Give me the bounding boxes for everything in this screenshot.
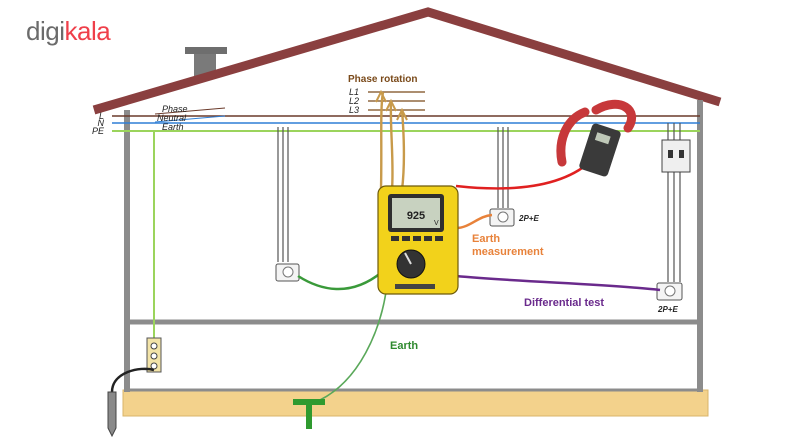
- ground-slab: [122, 389, 709, 417]
- tester-display-unit: V: [434, 220, 439, 227]
- earth-line-label: Earth: [162, 122, 184, 132]
- neutral-tag-line: [154, 115, 226, 123]
- differential-lead: [455, 274, 661, 292]
- terminal-screw: [150, 342, 158, 350]
- tester-key: [435, 236, 443, 241]
- breaker-toggle: [668, 150, 673, 158]
- phase-tag-line: [154, 107, 226, 115]
- tester-key: [391, 236, 399, 241]
- tester-display-value: 925: [407, 210, 425, 222]
- earth-electrode-rod: [107, 391, 117, 438]
- arrow-icon: [385, 98, 397, 112]
- tester-key: [424, 236, 432, 241]
- rotation-lead: [400, 109, 406, 191]
- chimney: [194, 54, 216, 76]
- rotation-lead: [379, 91, 385, 191]
- line-letter-l: L: [99, 111, 104, 121]
- brand-logo-part2: kala: [64, 16, 111, 46]
- earth-measurement-label-line2: measurement: [472, 246, 544, 258]
- socket-lead-green: [297, 271, 383, 291]
- earth-electrode-cable: [110, 367, 155, 393]
- rotation-label-l2: L2: [349, 96, 359, 106]
- phase-rotation-title: Phase rotation: [348, 74, 417, 85]
- arrow-icon: [396, 107, 408, 121]
- line-letter-pe: PE: [92, 126, 105, 136]
- circuit-breaker: [661, 139, 691, 173]
- tester-key: [413, 236, 421, 241]
- installation-tester: 925 V: [377, 185, 459, 295]
- chimney-cap: [185, 47, 227, 54]
- brand-logo: digikala: [26, 16, 111, 47]
- roof: [92, 7, 722, 115]
- neutral-label: Neutral: [157, 113, 187, 123]
- rotation-label-l3: L3: [349, 105, 359, 115]
- rotation-label-l1: L1: [349, 87, 359, 97]
- ground-symbol-bar: [293, 399, 325, 405]
- socket-upper-face: [497, 211, 509, 223]
- tester-display: [392, 198, 440, 228]
- ground-symbol-stem: [306, 404, 312, 429]
- earth-lead: [319, 291, 387, 401]
- clamp-lead: [455, 161, 591, 190]
- rotation-lead: [389, 100, 394, 191]
- clamp-jaw: [591, 99, 637, 133]
- line-letter-n: N: [98, 118, 105, 128]
- terminal-screw: [150, 362, 158, 370]
- socket-lower-label: 2P+E: [657, 305, 678, 314]
- earth-measurement-lead: [455, 213, 493, 230]
- socket-left-face: [282, 266, 294, 278]
- socket-lower-face: [664, 285, 676, 297]
- socket-upper-label: 2P+E: [518, 214, 539, 223]
- dial-pointer: [404, 252, 412, 265]
- earth-measurement-label-line1: Earth: [472, 233, 500, 245]
- clamp-display: [594, 132, 611, 145]
- brand-logo-part1: digi: [26, 16, 65, 46]
- phase-label: Phase: [162, 104, 188, 114]
- arrow-icon: [375, 89, 387, 103]
- earth-label: Earth: [390, 340, 418, 352]
- clamp-jaw: [556, 107, 590, 167]
- differential-test-label: Differential test: [524, 297, 604, 309]
- tester-label-strip: [395, 284, 435, 289]
- terminal-screw: [150, 352, 158, 360]
- breaker-toggle: [679, 150, 684, 158]
- tester-key: [402, 236, 410, 241]
